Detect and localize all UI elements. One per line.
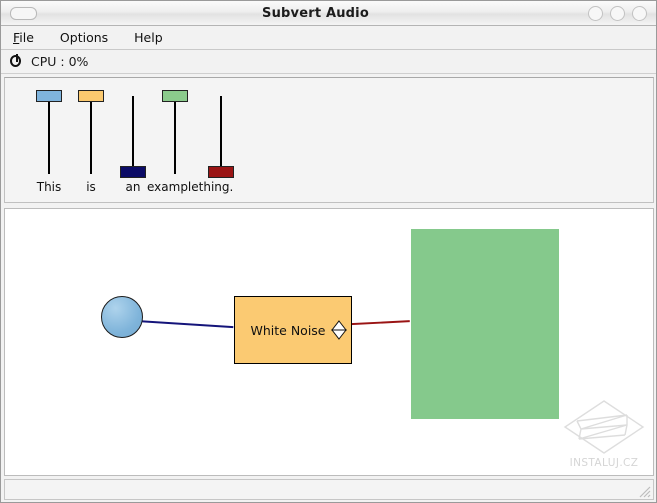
menu-item-help-label: Help [134,30,163,45]
menu-item-options-label: Options [59,30,109,45]
source-circle-node[interactable] [101,296,143,338]
minimize-button[interactable] [588,5,603,21]
menu-item-help[interactable]: Help [134,30,163,45]
slider-track[interactable] [220,96,222,174]
window-pill-icon[interactable] [10,6,37,20]
menu-item-file-label: ile [19,30,34,45]
up-down-arrows-icon[interactable] [330,320,348,340]
menu-item-file-mnemonic: F [13,30,20,45]
slider-label: is [86,180,96,194]
slider-handle[interactable] [162,90,188,102]
slider-track[interactable] [90,96,92,174]
slider-track[interactable] [132,96,134,174]
title-bar: Subvert Audio [1,1,656,26]
slider-3[interactable]: an [105,82,161,200]
menu-item-file[interactable]: File [13,30,34,45]
slider-label: an [125,180,141,194]
title-bar-window-controls [570,5,656,21]
patch-canvas[interactable]: White Noise INSTALUJ.CZ [4,208,654,476]
slider-handle[interactable] [78,90,104,102]
window-title: Subvert Audio [262,5,369,21]
menu-bar: File Options Help [1,26,656,50]
edge-white-noise-to-output[interactable] [350,320,410,326]
slider-handle[interactable] [208,166,234,178]
slider-1[interactable]: This [21,82,77,200]
slider-handle[interactable] [36,90,62,102]
title-bar-left-controls [1,6,61,20]
cpu-usage-label: CPU : 0% [31,54,89,69]
slider-track[interactable] [48,96,50,174]
slider-handle[interactable] [120,166,146,178]
cpu-status-strip: CPU : 0% [1,50,656,74]
slider-track[interactable] [174,96,176,174]
slider-5[interactable] [193,82,249,200]
white-noise-node[interactable]: White Noise [234,296,352,364]
slider-2[interactable]: is [63,82,119,200]
power-icon [10,54,25,69]
output-green-node[interactable] [411,229,559,419]
close-button[interactable] [632,5,647,21]
menu-item-options[interactable]: Options [60,30,108,45]
resize-grip-icon[interactable] [635,482,651,498]
slider-label: This [36,180,62,194]
maximize-button[interactable] [610,5,625,21]
status-bar [4,479,654,500]
white-noise-node-label: White Noise [250,322,326,338]
